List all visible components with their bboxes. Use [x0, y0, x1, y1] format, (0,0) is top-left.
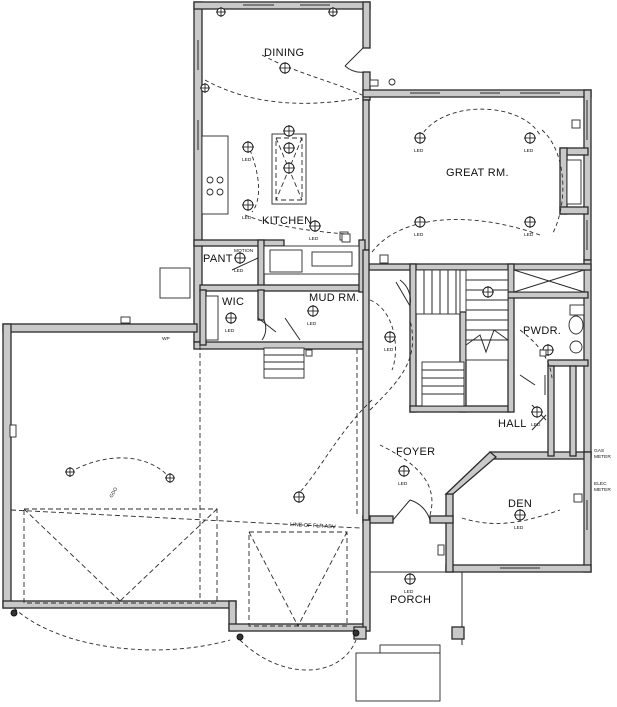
gas-meter-label-1: GAS [594, 448, 604, 454]
motion-label: MOTION [234, 248, 254, 254]
led-label: LED [414, 148, 424, 154]
led-label: LED [524, 148, 534, 154]
room-label-hall: HALL [498, 418, 527, 430]
room-label-powder: PWDR. [523, 325, 561, 337]
gas-meter-label-2: METER [594, 454, 611, 460]
led-label: LED [242, 215, 252, 221]
elec-meter-label-1: ELEC [594, 481, 607, 487]
kitchen-fixtures [201, 133, 360, 275]
fireplace [566, 159, 582, 205]
led-label: LED [384, 347, 394, 353]
led-label: LED [531, 422, 541, 428]
wp-label: WP [162, 336, 170, 342]
led-label: LED [309, 236, 319, 242]
porch [353, 571, 465, 702]
room-label-wic: WIC [222, 296, 244, 308]
led-label: LED [524, 232, 534, 238]
room-label-mud-room: MUD RM. [309, 292, 359, 304]
led-label: LED [225, 328, 235, 334]
line-of-flr-abv-label: LINE OF FLR ABV [290, 522, 336, 530]
room-label-den: DEN [508, 498, 532, 510]
room-label-dining: DINING [264, 47, 304, 59]
led-label: LED [242, 157, 252, 163]
room-label-kitchen: KITCHEN [262, 215, 312, 227]
powder-fixtures [513, 269, 585, 354]
led-label: LED [398, 481, 408, 487]
led-label: LED [404, 589, 414, 595]
garage: LINE OF FLR ABV GDO [10, 267, 361, 627]
light-fixtures [10, 7, 554, 641]
windows [197, 4, 588, 569]
wic-shelves [205, 295, 219, 341]
room-label-foyer: FOYER [396, 446, 435, 458]
led-label: LED [514, 525, 524, 531]
switches [9, 78, 583, 556]
meters: GAS METER ELEC METER WP [162, 336, 611, 493]
main-stair [415, 269, 509, 407]
room-label-pantry: PANT [203, 253, 233, 265]
room-label-great-room: GREAT RM. [446, 167, 509, 179]
led-label: LED [307, 321, 317, 327]
led-label: LED [414, 232, 424, 238]
led-labels: LED LED LED LED LED LED LED LED LED LED … [225, 148, 541, 595]
doors [231, 47, 547, 521]
elec-meter-label-2: METER [594, 487, 611, 493]
gdo-label: GDO [109, 486, 120, 499]
room-labels: DINING GREAT RM. KITCHEN PANT WIC MUD RM… [203, 47, 561, 606]
led-label: LED [234, 268, 244, 274]
mud-room-steps [263, 347, 305, 379]
switch-runs [13, 54, 564, 671]
room-label-porch: PORCH [390, 594, 431, 606]
